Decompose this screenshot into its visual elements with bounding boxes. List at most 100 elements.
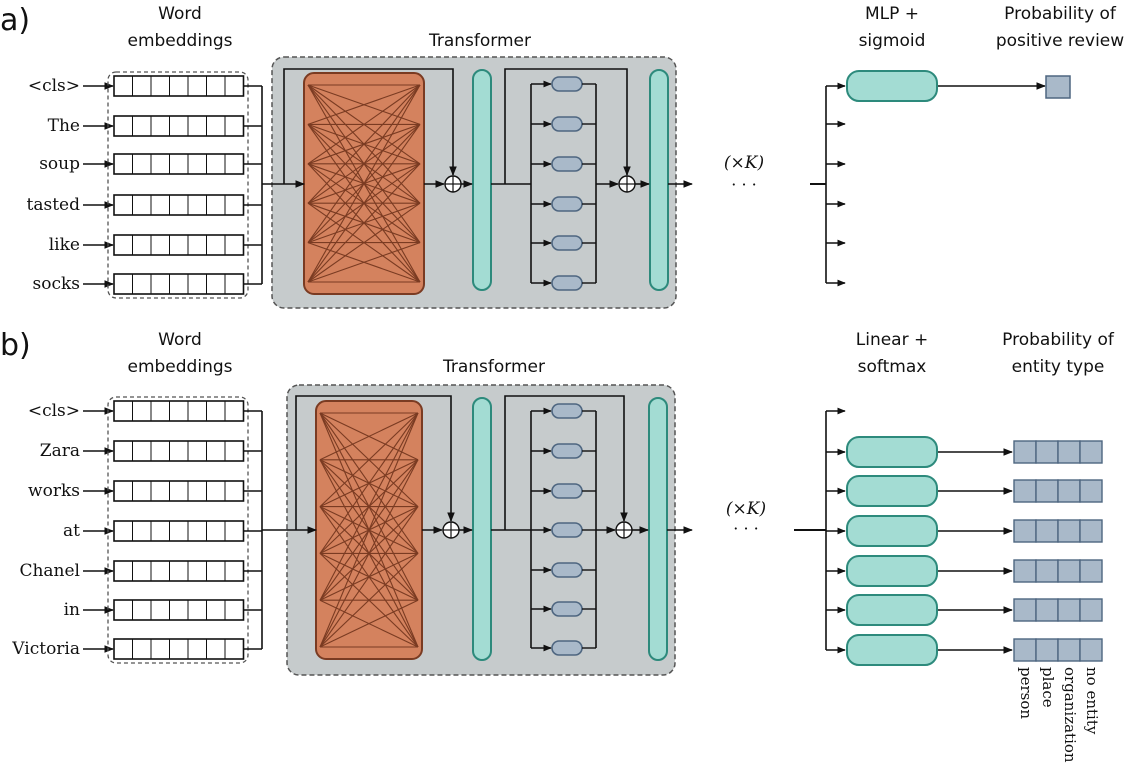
b-residual-2 <box>504 395 628 530</box>
b-embedding-2 <box>113 480 245 502</box>
panel-b-transformer-heading: Transformer <box>442 357 545 377</box>
a-attention-link <box>307 84 421 204</box>
b-attention-link <box>319 412 419 554</box>
b-output-4-cell-0 <box>1013 598 1037 622</box>
a-residual-2 <box>504 68 631 184</box>
panel-a-head-heading-2: sigmoid <box>859 31 926 51</box>
b-feedforward-unit-2 <box>551 483 583 499</box>
panel-b-embeddings-heading-2: embeddings <box>128 357 233 377</box>
a-token-0: <cls> <box>28 76 80 96</box>
b-embedding-4 <box>113 560 245 582</box>
a-feedforward-unit-3 <box>551 196 583 212</box>
b-embedding-6 <box>113 638 245 660</box>
a-token-3: tasted <box>27 195 81 215</box>
panel-b-head-heading-1: Linear + <box>856 330 928 350</box>
b-output-2-cell-2 <box>1057 519 1081 543</box>
b-class-label-0: person <box>1017 667 1035 719</box>
a-attention-link <box>307 124 421 283</box>
b-token-6: Victoria <box>11 639 80 659</box>
b-output-0-cell-0 <box>1013 440 1037 464</box>
panel-b-repeat-label: (×K) <box>726 499 766 519</box>
b-attention-link <box>319 412 419 601</box>
b-embedding-3 <box>113 520 245 542</box>
b-class-label-1: place <box>1039 667 1057 708</box>
b-output-5-cell-0 <box>1013 638 1037 662</box>
b-feedforward-unit-6 <box>551 640 583 656</box>
a-embedding-0 <box>113 75 245 97</box>
a-embedding-3 <box>113 194 245 216</box>
b-embedding-0 <box>113 400 245 422</box>
a-token-1: The <box>48 116 80 136</box>
panel-a: a) Word embeddings Transformer MLP + sig… <box>0 3 1124 309</box>
b-output-2-cell-3 <box>1079 519 1103 543</box>
b-linear-softmax-3 <box>846 555 938 587</box>
a-embedding-2 <box>113 153 245 175</box>
b-attention-link <box>319 599 419 648</box>
b-output-4-cell-3 <box>1079 598 1103 622</box>
b-token-5: in <box>64 600 80 620</box>
b-feedforward-unit-5 <box>551 601 583 617</box>
b-linear-softmax-1 <box>846 475 938 507</box>
b-embedding-5 <box>113 599 245 621</box>
panel-a-connections <box>244 68 1046 287</box>
panel-b-layernorm-1 <box>472 397 492 661</box>
b-class-label-3: no entity <box>1083 667 1101 735</box>
panel-b-feedforward-units <box>551 403 583 656</box>
panel-b-head-heading-2: softmax <box>858 357 927 377</box>
b-feedforward-unit-1 <box>551 443 583 459</box>
b-output-1-cell-3 <box>1079 479 1103 503</box>
b-output-3-cell-2 <box>1057 559 1081 583</box>
panel-b-linear-softmax-units <box>846 436 938 666</box>
b-class-label-2: organization <box>1061 667 1079 763</box>
a-token-4: like <box>49 235 80 255</box>
b-token-4: Chanel <box>19 561 80 581</box>
b-linear-softmax-2 <box>846 515 938 547</box>
panel-a-layernorm-1 <box>472 69 492 291</box>
panel-a-word-embeddings <box>107 71 249 299</box>
a-residual-1 <box>283 68 457 184</box>
b-feedforward-unit-3 <box>551 522 583 538</box>
b-output-1-cell-0 <box>1013 479 1037 503</box>
b-embedding-1 <box>113 440 245 462</box>
b-output-2-cell-1 <box>1035 519 1059 543</box>
panel-a-probability-output <box>1045 75 1071 99</box>
b-embeddings-container <box>107 396 249 664</box>
panel-b: b) Word embeddings Transformer Linear + … <box>0 328 1115 763</box>
panel-a-label: a) <box>0 3 30 38</box>
panel-b-embeddings-heading-1: Word <box>158 330 202 350</box>
a-embedding-5 <box>113 273 245 295</box>
a-attention-link <box>307 84 421 165</box>
panel-a-embeddings-heading-2: embeddings <box>128 31 233 51</box>
b-output-1-cell-2 <box>1057 479 1081 503</box>
b-attention-link <box>319 412 419 461</box>
b-output-0-cell-3 <box>1079 440 1103 464</box>
a-attention-link <box>307 84 421 243</box>
b-output-5-cell-1 <box>1035 638 1059 662</box>
panel-b-word-embeddings <box>107 396 249 664</box>
b-attention-link <box>319 412 419 507</box>
b-output-5-cell-2 <box>1057 638 1081 662</box>
b-token-2: works <box>28 481 80 501</box>
panel-a-output-heading-2: positive review <box>996 31 1124 51</box>
b-linear-softmax-0 <box>846 436 938 468</box>
b-attention-link <box>319 553 419 648</box>
panel-a-output-heading-1: Probability of <box>1004 4 1117 24</box>
b-token-1: Zara <box>40 441 80 461</box>
a-feedforward-unit-2 <box>551 156 583 172</box>
a-feedforward-unit-1 <box>551 116 583 132</box>
panel-b-label: b) <box>0 328 31 363</box>
b-attention-link <box>319 506 419 648</box>
b-token-0: <cls> <box>28 401 80 421</box>
a-embedding-1 <box>113 115 245 137</box>
b-feedforward-unit-4 <box>551 562 583 578</box>
panel-b-probability-outputs <box>1013 440 1103 662</box>
panel-a-transformer-heading: Transformer <box>428 31 531 51</box>
panel-b-connections <box>244 395 1013 654</box>
b-output-4-cell-1 <box>1035 598 1059 622</box>
a-attention-link <box>307 242 421 283</box>
b-output-1-cell-1 <box>1035 479 1059 503</box>
panel-a-layernorm-2 <box>649 69 669 291</box>
b-output-5-cell-3 <box>1079 638 1103 662</box>
a-feedforward-unit-0 <box>551 76 583 92</box>
